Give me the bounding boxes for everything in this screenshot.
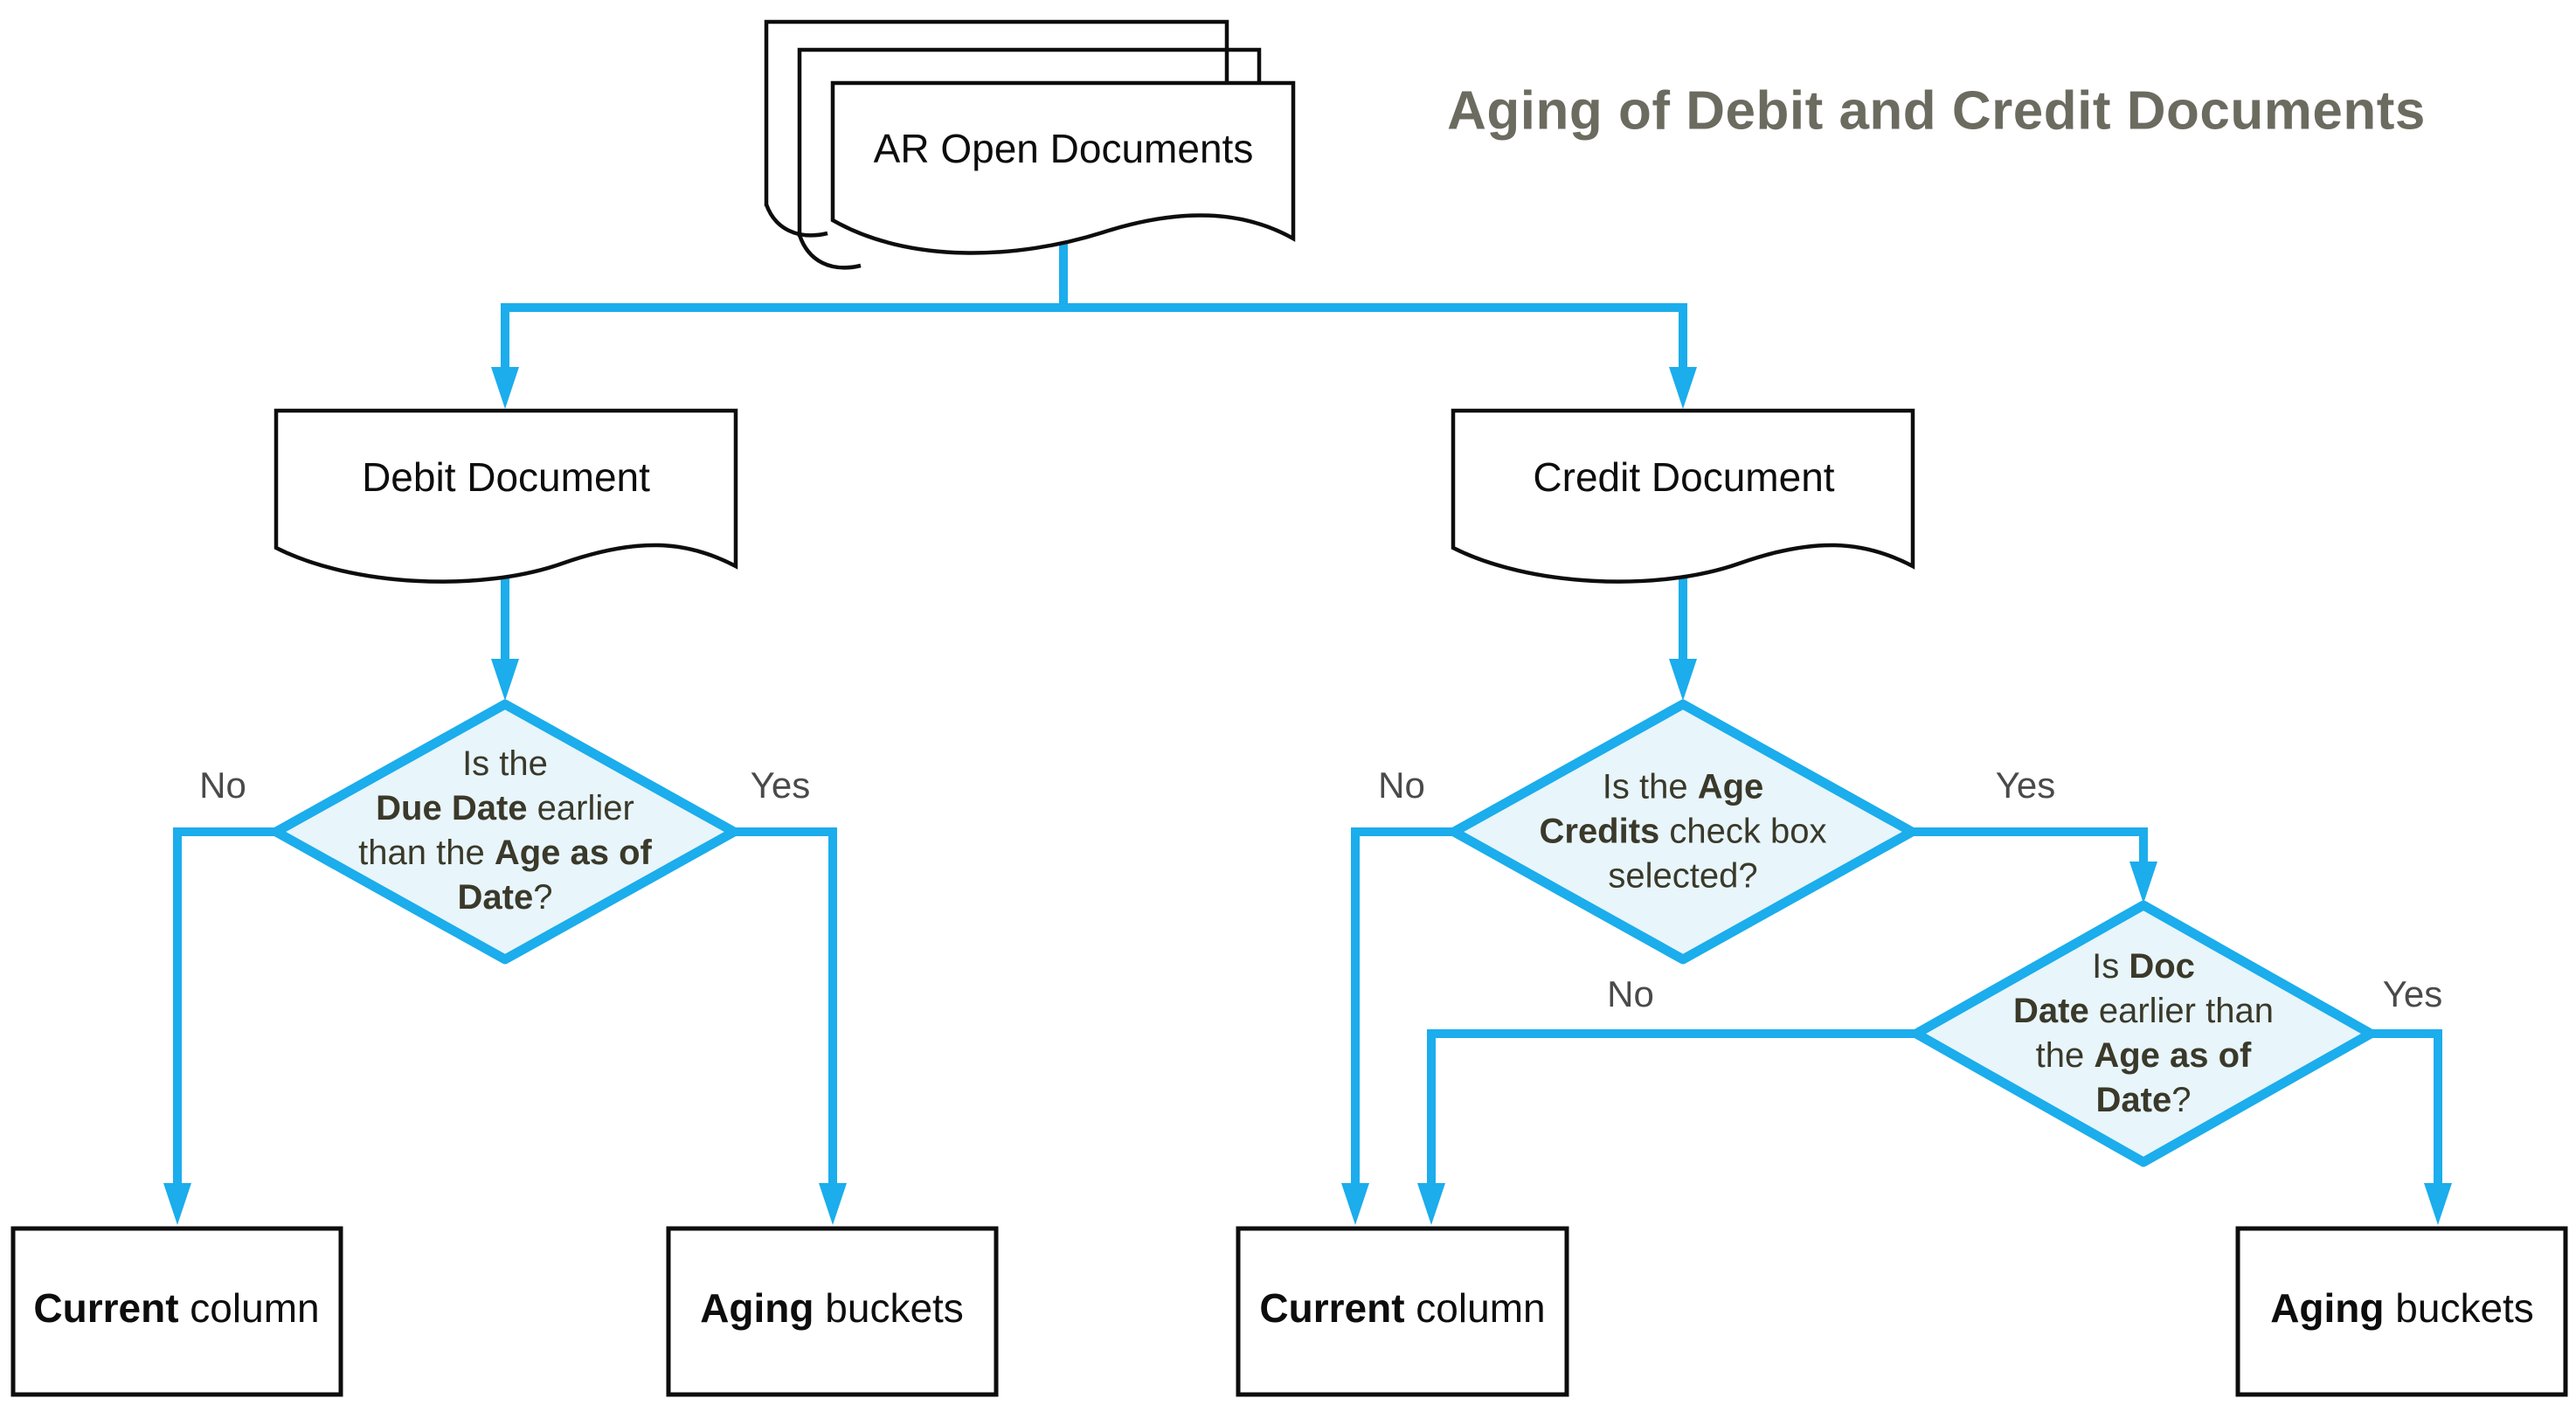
age-q-run-2a: check box	[1659, 812, 1827, 851]
age-credits-diamond	[1449, 699, 1917, 965]
arrowhead-doc-yes-into-aging-right	[2424, 1183, 2452, 1225]
connector-doc-yes	[2371, 1029, 2442, 1187]
age-q-run-3a: selected?	[1608, 856, 1758, 896]
age-q-run-2b: Credits	[1539, 812, 1660, 851]
edge-label-doc-yes: Yes	[2382, 973, 2443, 1014]
doc-q-run-4b: Date	[2095, 1081, 2172, 1119]
connector-due-yes	[734, 827, 837, 1187]
due-q-run-1a: Is the	[462, 744, 548, 783]
stack-back-sheet-wave	[764, 204, 828, 238]
arrowhead-into-debit	[491, 367, 519, 409]
due-q-run-4a: ?	[533, 878, 553, 917]
age-q-line-3: selected?	[1539, 855, 1826, 899]
page-title: Aging of Debit and Credit Documents	[1447, 80, 2426, 142]
due-q-line-4: Date?	[358, 876, 652, 920]
aging-buckets-right-box	[2235, 1226, 2568, 1397]
current-column-right-label: Current column	[1259, 1284, 1545, 1332]
current-column-right-box	[1236, 1226, 1569, 1397]
arrowhead-into-age-question	[1669, 659, 1697, 701]
connector-doc-no	[1427, 1029, 1916, 1187]
doc-q-run-2a: earlier than	[2088, 992, 2274, 1030]
current-left-rest: column	[178, 1285, 320, 1331]
ar-open-documents-label: AR Open Documents	[873, 126, 1254, 171]
doc-q-run-1b: Doc	[2129, 947, 2195, 986]
due-q-run-3a: than the	[358, 834, 495, 872]
arrowhead-age-no-into-current-right	[1341, 1183, 1369, 1225]
age-q-run-1a: Is the	[1602, 767, 1698, 806]
age-q-run-1b: Age	[1697, 767, 1764, 806]
doc-date-question-label: Is Doc Date earlier than the Age as of D…	[2013, 945, 2274, 1123]
aging-buckets-left-label: Aging buckets	[700, 1284, 964, 1332]
ar-open-documents-shape	[830, 80, 1296, 255]
edge-label-due-yes: Yes	[750, 765, 811, 806]
doc-q-run-2b: Date	[2013, 992, 2089, 1030]
edge-label-due-no: No	[199, 765, 246, 806]
credit-document-shape	[1451, 408, 1915, 584]
aging-left-rest: buckets	[814, 1285, 964, 1331]
due-q-run-3b: Age as of	[494, 834, 652, 872]
due-q-line-1: Is the	[358, 742, 652, 786]
due-q-run-2a: earlier	[527, 789, 634, 827]
age-q-line-1: Is the Age	[1539, 765, 1826, 810]
debit-document-shape	[274, 408, 738, 584]
arrowhead-due-yes-into-aging-left	[819, 1183, 847, 1225]
doc-q-line-3: the Age as of	[2013, 1034, 2274, 1078]
connector-due-no	[173, 827, 276, 1187]
doc-q-line-2: Date earlier than	[2013, 989, 2274, 1034]
arrowhead-due-no-into-current-left	[163, 1183, 191, 1225]
aging-right-bold: Aging	[2270, 1285, 2385, 1331]
aging-buckets-left-box	[666, 1226, 999, 1397]
doc-date-diamond	[1911, 900, 2376, 1167]
connector-age-no	[1351, 827, 1454, 1187]
current-column-left-label: Current column	[33, 1284, 319, 1332]
doc-q-line-4: Date?	[2013, 1078, 2274, 1123]
arrowhead-doc-no-into-current-right	[1417, 1183, 1445, 1225]
due-date-diamond	[271, 699, 739, 965]
due-q-run-4b: Date	[457, 878, 534, 917]
arrowhead-into-doc-question	[2129, 862, 2157, 903]
doc-q-run-3a: the	[2035, 1036, 2095, 1075]
aging-left-bold: Aging	[700, 1285, 814, 1331]
doc-q-line-1: Is Doc	[2013, 945, 2274, 989]
due-date-question-label: Is the Due Date earlier than the Age as …	[358, 742, 652, 920]
edge-label-age-no: No	[1378, 765, 1425, 806]
current-left-bold: Current	[33, 1285, 179, 1331]
connectors	[163, 243, 2452, 1225]
due-q-line-3: than the Age as of	[358, 831, 652, 876]
due-q-run-2b: Due Date	[376, 789, 528, 827]
aging-buckets-right-label: Aging buckets	[2270, 1284, 2534, 1332]
arrowhead-into-due-question	[491, 659, 519, 701]
doc-q-run-1a: Is	[2092, 947, 2129, 986]
due-q-line-2: Due Date earlier	[358, 786, 652, 831]
doc-q-run-4a: ?	[2171, 1081, 2192, 1119]
current-right-rest: column	[1404, 1285, 1546, 1331]
current-right-bold: Current	[1259, 1285, 1405, 1331]
arrowhead-into-credit	[1669, 367, 1697, 409]
credit-document-label: Credit Document	[1533, 454, 1835, 500]
ar-open-documents-stack	[764, 19, 1296, 270]
current-column-left-box	[10, 1226, 343, 1397]
edge-label-age-yes: Yes	[1995, 765, 2056, 806]
doc-q-run-3b: Age as of	[2094, 1036, 2252, 1075]
connector-age-yes	[1912, 827, 2148, 865]
aging-right-rest: buckets	[2384, 1285, 2534, 1331]
age-credits-question-label: Is the Age Credits check box selected?	[1539, 765, 1826, 899]
debit-document-label: Debit Document	[362, 454, 650, 500]
age-q-line-2: Credits check box	[1539, 810, 1826, 855]
stack-middle-sheet-wave	[797, 234, 862, 270]
edge-label-doc-no: No	[1607, 973, 1654, 1014]
